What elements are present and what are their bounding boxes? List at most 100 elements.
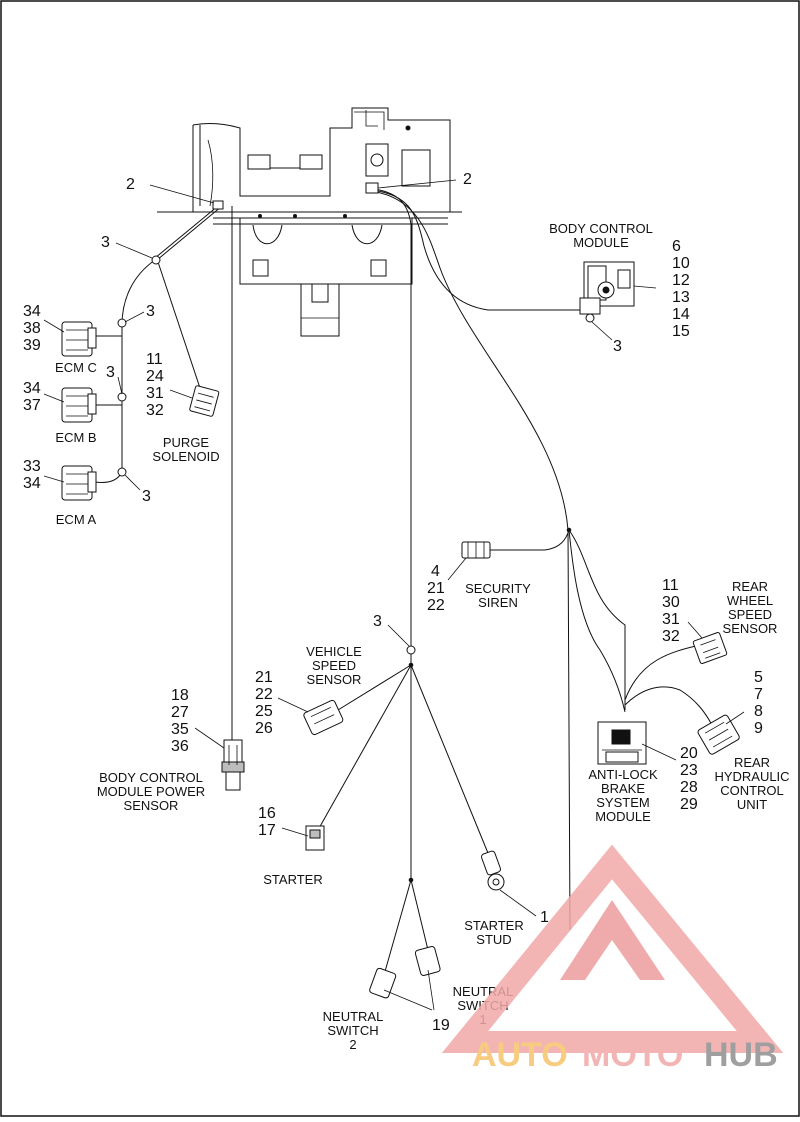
label-neutral-switch-2-l1: NEUTRAL xyxy=(323,1009,384,1024)
clip-center xyxy=(406,645,416,655)
callout-bcmps-1: 18 xyxy=(171,687,189,704)
label-abs-module-l3: SYSTEM xyxy=(596,795,649,810)
callout-ecm-c-2: 38 xyxy=(23,320,41,337)
callout-clip-ecm-c: 3 xyxy=(146,303,155,320)
label-starter-stud-l2: STUD xyxy=(476,932,511,947)
leader-lines xyxy=(43,179,745,1011)
callout-frame-clip-right: 2 xyxy=(463,171,472,188)
neutral-switch-1-connector xyxy=(414,946,441,977)
callout-clip-ecm-a: 3 xyxy=(142,488,151,505)
label-rear-hcu-l2: HYDRAULIC xyxy=(714,769,789,784)
callout-hcu-4: 9 xyxy=(754,720,763,737)
callout-ecm-a-2: 34 xyxy=(23,475,41,492)
callout-clip-ecm-b: 3 xyxy=(106,364,115,381)
label-security-siren-l1: SECURITY xyxy=(465,581,531,596)
callout-purge-1: 11 xyxy=(146,351,163,368)
callout-rwss-2: 30 xyxy=(662,594,680,611)
callout-siren-3: 22 xyxy=(427,597,445,614)
frame-structure xyxy=(157,107,462,337)
rear-hcu-connector xyxy=(697,714,740,755)
bcm-power-sensor-connector xyxy=(221,739,245,791)
callout-bcm-6: 15 xyxy=(672,323,690,340)
callout-purge-3: 31 xyxy=(146,385,164,402)
ecm-c-connector xyxy=(61,321,97,357)
callout-bcmps-2: 27 xyxy=(171,704,189,721)
callout-bcm-1: 6 xyxy=(672,238,681,255)
label-rear-wheel-speed-sensor-l2: WHEEL xyxy=(727,593,773,608)
label-security-siren-l2: SIREN xyxy=(478,595,518,610)
ecm-a-connector xyxy=(61,465,97,501)
callout-starter-stud: 1 xyxy=(540,909,549,926)
frame-clip-left xyxy=(212,200,224,210)
clip-ecm-b xyxy=(117,392,127,402)
callout-vss-1: 21 xyxy=(255,669,273,686)
callout-rwss-1: 11 xyxy=(662,577,679,594)
callout-hcu-1: 5 xyxy=(754,669,763,686)
label-abs-module-l4: MODULE xyxy=(595,809,651,824)
frame-clip-right xyxy=(365,182,379,194)
callout-purge-4: 32 xyxy=(146,402,164,419)
callout-ecm-c-3: 39 xyxy=(23,337,41,354)
clip-ecm-a xyxy=(117,467,127,477)
callout-bcm-2: 10 xyxy=(672,255,690,272)
label-abs-module-l1: ANTI-LOCK xyxy=(588,767,658,782)
labels: BODY CONTROL MODULE ECM C ECM B ECM A PU… xyxy=(55,221,790,1052)
callout-numbers: 2 2 3 3 3 3 3 3 6 10 12 13 14 15 34 38 3… xyxy=(23,171,763,1034)
label-body-control-module-l2: MODULE xyxy=(573,235,629,250)
watermark-hub: HUB xyxy=(704,1036,778,1074)
label-rear-wheel-speed-sensor-l3: SPEED xyxy=(728,607,772,622)
label-abs-module-l2: BRAKE xyxy=(601,781,645,796)
clip-bcm xyxy=(585,313,595,323)
rear-wheel-speed-sensor-connector xyxy=(692,631,728,665)
watermark-inner-mark xyxy=(560,900,665,980)
callout-bcm-4: 13 xyxy=(672,289,690,306)
label-neutral-switch-2-l3: 2 xyxy=(349,1037,356,1052)
callout-vss-3: 25 xyxy=(255,703,273,720)
neutral-switch-2-connector xyxy=(369,967,397,999)
callout-rwss-3: 31 xyxy=(662,611,680,628)
callout-clip-upper-left: 3 xyxy=(101,234,110,251)
clip-ecm-c xyxy=(117,318,127,328)
body-control-module-unit xyxy=(579,261,635,315)
label-ecm-c: ECM C xyxy=(55,360,97,375)
callout-frame-clip-left: 2 xyxy=(126,176,135,193)
callout-ecm-a-1: 33 xyxy=(23,458,41,475)
label-rear-hcu-l1: REAR xyxy=(734,755,770,770)
starter-connector xyxy=(305,825,325,851)
wiring-harness xyxy=(94,187,713,976)
callout-vss-2: 22 xyxy=(255,686,273,703)
watermark-logo: AUTO MOTO HUB xyxy=(441,844,784,1074)
callout-purge-2: 24 xyxy=(146,368,164,385)
watermark-triangle xyxy=(441,844,784,1053)
label-body-control-module-l1: BODY CONTROL xyxy=(549,221,653,236)
vehicle-speed-sensor-connector xyxy=(303,699,344,736)
purge-solenoid-connector xyxy=(189,385,220,417)
callout-bcm-3: 12 xyxy=(672,272,690,289)
label-starter: STARTER xyxy=(263,872,322,887)
callout-hcu-3: 8 xyxy=(754,703,763,720)
label-purge-solenoid-l2: SOLENOID xyxy=(152,449,219,464)
abs-module-unit xyxy=(597,721,647,765)
callout-starter-2: 17 xyxy=(258,822,276,839)
callout-vss-4: 26 xyxy=(255,720,273,737)
callout-clip-bcm: 3 xyxy=(613,338,622,355)
callout-abs-4: 29 xyxy=(680,796,698,813)
callout-ecm-b-1: 34 xyxy=(23,380,41,397)
callout-hcu-2: 7 xyxy=(754,686,763,703)
callout-siren-2: 21 xyxy=(427,580,445,597)
callout-siren-1: 4 xyxy=(431,563,440,580)
label-ecm-a: ECM A xyxy=(56,512,97,527)
label-starter-stud-l1: STARTER xyxy=(464,918,523,933)
security-siren-connector xyxy=(461,541,491,559)
ecm-b-connector xyxy=(61,387,97,423)
callout-bcmps-4: 36 xyxy=(171,738,189,755)
callout-abs-2: 23 xyxy=(680,762,698,779)
label-rear-wheel-speed-sensor-l1: REAR xyxy=(732,579,768,594)
label-ecm-b: ECM B xyxy=(55,430,96,445)
label-vehicle-speed-sensor-l3: SENSOR xyxy=(307,672,362,687)
callout-rwss-4: 32 xyxy=(662,628,680,645)
callout-bcm-5: 14 xyxy=(672,306,690,323)
